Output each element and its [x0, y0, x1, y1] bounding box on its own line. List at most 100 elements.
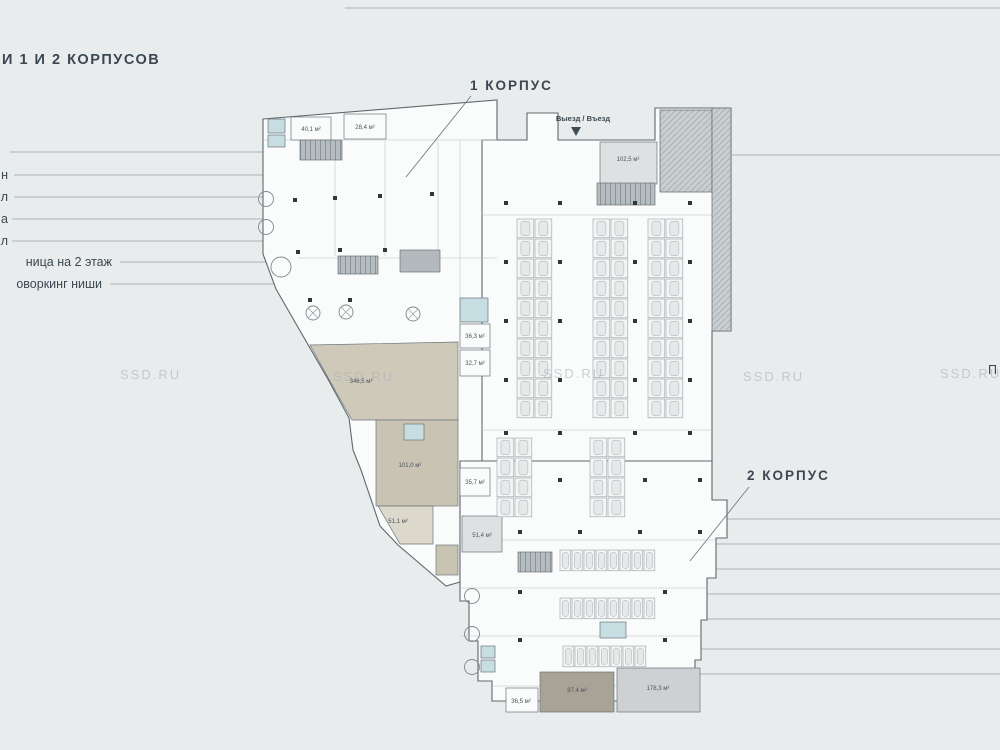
car-glyph — [596, 220, 607, 236]
structural-column — [633, 201, 637, 205]
room-area-label: 178,3 м² — [647, 686, 670, 692]
callout-building1-line — [405, 95, 472, 178]
room-area-label: 102,5 м² — [617, 157, 640, 163]
left-label-fragment: н — [1, 168, 8, 182]
room-area-label: 35,7 м² — [465, 480, 484, 486]
left-label-fragment: ница на 2 этаж — [26, 255, 113, 269]
car-glyph — [538, 360, 549, 376]
car-glyph — [596, 280, 607, 296]
car-glyph — [614, 260, 625, 276]
room-area-label: 32,7 м² — [465, 361, 484, 367]
structural-column — [504, 431, 508, 435]
car-glyph — [520, 340, 531, 356]
column-marker — [405, 306, 421, 322]
room — [616, 667, 701, 713]
car-glyph — [596, 360, 607, 376]
car-glyph — [586, 600, 593, 617]
structural-column — [663, 638, 667, 642]
structural-column — [293, 198, 297, 202]
callout-building1: 1 КОРПУС — [470, 78, 553, 93]
car-glyph — [637, 648, 644, 665]
car-glyph — [538, 320, 549, 336]
car-glyph — [634, 600, 641, 617]
car-glyph — [669, 340, 680, 356]
car-glyph — [622, 552, 629, 569]
car-glyph — [520, 260, 531, 276]
axis-bubble — [258, 219, 274, 235]
car-glyph — [518, 439, 529, 455]
car-glyph — [500, 439, 511, 455]
car-glyph — [611, 499, 622, 515]
structural-column — [688, 378, 692, 382]
annotations: И 1 И 2 КОРПУСОВ 1 КОРПУС 2 КОРПУС Выезд… — [1, 52, 997, 705]
column-marker-line — [340, 306, 352, 318]
car-glyph — [669, 220, 680, 236]
column-marker-line — [407, 308, 419, 320]
structural-column — [698, 530, 702, 534]
structural-column — [348, 298, 352, 302]
structural-column — [558, 431, 562, 435]
car-glyph — [562, 600, 569, 617]
car-glyph — [669, 320, 680, 336]
watermark-text: SSD.RU — [940, 366, 1000, 381]
structural-column — [338, 248, 342, 252]
car-glyph — [500, 479, 511, 495]
car-glyph — [520, 380, 531, 396]
stairs-icon — [596, 182, 656, 206]
car-glyph — [500, 459, 511, 475]
car-glyph — [520, 240, 531, 256]
car-glyph — [651, 280, 662, 296]
car-glyph — [596, 240, 607, 256]
room — [459, 297, 489, 323]
page-title: И 1 И 2 КОРПУСОВ — [2, 52, 160, 68]
axis-bubble — [464, 588, 480, 604]
structural-column — [643, 478, 647, 482]
structural-column — [333, 196, 337, 200]
car-glyph — [520, 220, 531, 236]
callout-building2: 2 КОРПУС — [747, 468, 830, 483]
car-glyph — [622, 600, 629, 617]
room — [459, 349, 491, 377]
column-marker-line — [307, 307, 319, 319]
room-area-label: 346,5 м² — [350, 379, 373, 385]
left-label-fragment: а — [1, 212, 8, 226]
car-glyph — [574, 600, 581, 617]
car-glyph — [614, 400, 625, 416]
car-glyph — [651, 300, 662, 316]
room — [480, 659, 496, 673]
room — [267, 134, 286, 148]
car-glyph — [646, 600, 653, 617]
room — [399, 249, 441, 273]
car-glyph — [538, 240, 549, 256]
room — [505, 687, 539, 713]
car-glyph — [614, 300, 625, 316]
structural-column — [504, 201, 508, 205]
car-glyph — [596, 300, 607, 316]
car-glyph — [614, 240, 625, 256]
car-glyph — [518, 479, 529, 495]
axis-bubble — [258, 191, 274, 207]
car-glyph — [574, 552, 581, 569]
car-glyph — [651, 400, 662, 416]
left-label-fragment: оворкинг ниши — [16, 277, 102, 291]
structural-column — [688, 319, 692, 323]
watermark-text: SSD.RU — [543, 366, 604, 381]
parking-stalls — [496, 218, 684, 668]
car-glyph — [614, 360, 625, 376]
stairs-icon — [517, 551, 553, 573]
watermark-text: SSD.RU — [333, 369, 394, 384]
car-glyph — [518, 499, 529, 515]
car-glyph — [596, 400, 607, 416]
plan-body — [258, 99, 732, 713]
room — [377, 505, 434, 545]
car-glyph — [538, 380, 549, 396]
car-glyph — [593, 479, 604, 495]
room — [459, 467, 491, 497]
car-glyph — [538, 300, 549, 316]
structural-column — [558, 260, 562, 264]
car-glyph — [651, 220, 662, 236]
car-glyph — [669, 280, 680, 296]
car-glyph — [634, 552, 641, 569]
